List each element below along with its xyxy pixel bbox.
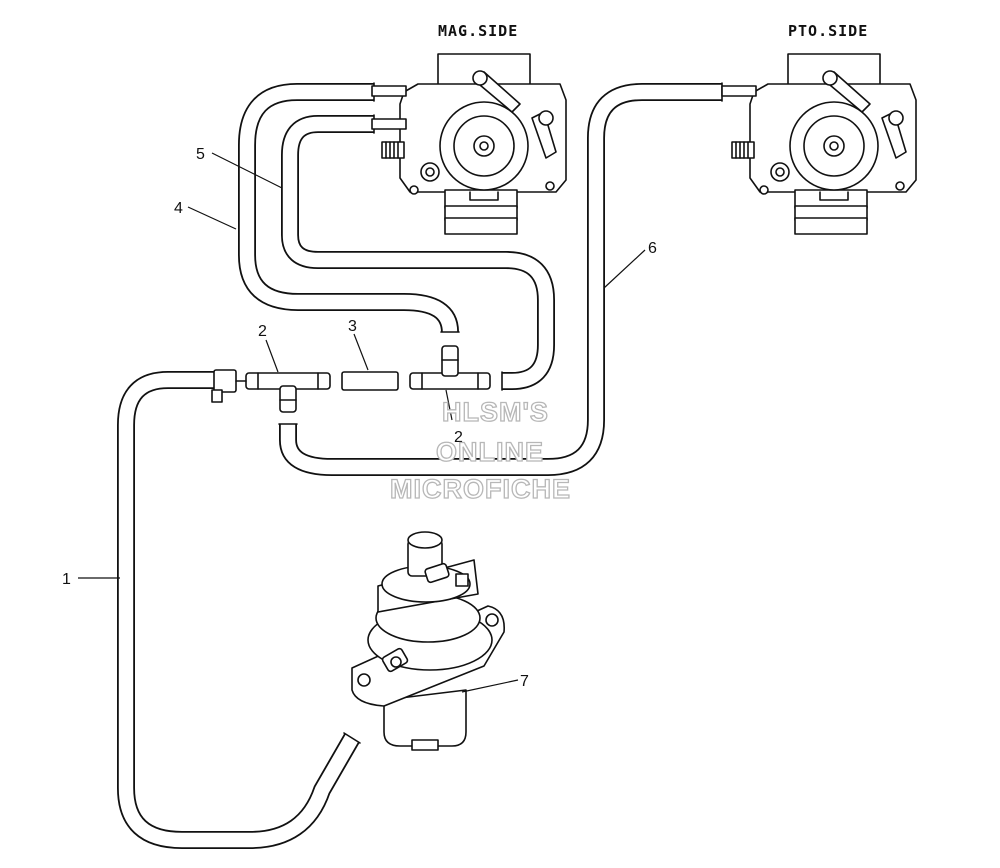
callout-2-right: 2	[454, 429, 463, 446]
callout-1: 1	[62, 571, 71, 588]
hose-1	[117, 371, 360, 849]
tee-fitting-right	[409, 345, 491, 390]
mag-side-header: MAG.SIDE	[438, 22, 518, 40]
callout-2-left: 2	[258, 323, 267, 340]
callout-4: 4	[174, 200, 183, 217]
fuel-filter	[341, 371, 399, 391]
tee-fitting-left	[245, 372, 331, 413]
hose-1-clamp	[211, 369, 247, 403]
pto-side-header: PTO.SIDE	[788, 22, 868, 40]
callout-7: 7	[520, 673, 529, 690]
hose-4	[238, 83, 459, 333]
carburetor-pto-side	[721, 53, 917, 235]
callout-5: 5	[196, 146, 205, 163]
watermark-line-3: MICROFICHE	[390, 474, 571, 504]
hose-5	[281, 115, 555, 390]
callout-6: 6	[648, 240, 657, 257]
watermark-line-2: ONLINE	[436, 437, 544, 467]
fuel-pump	[351, 531, 505, 751]
leader-lines	[78, 152, 646, 693]
carburetor-mag-side	[371, 53, 567, 235]
hose-6	[279, 83, 722, 476]
callout-3: 3	[348, 318, 357, 335]
watermark-line-1: HLSM'S	[442, 397, 549, 427]
